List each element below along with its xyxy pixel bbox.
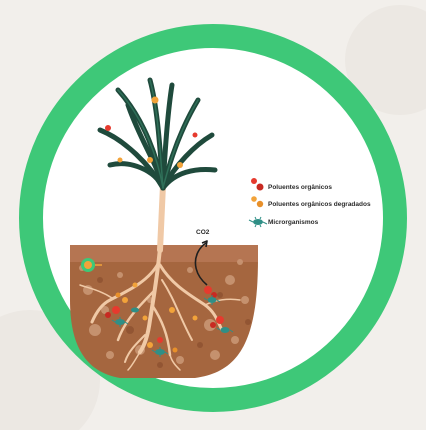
plant-stem (160, 185, 163, 250)
legend-label-degraded-pollutants: Poluentes orgânicos degradados (268, 201, 371, 208)
co2-label: CO2 (196, 229, 210, 236)
legend-label-pollutants: Poluentes orgânicos (268, 184, 332, 191)
legend-label-microorganisms: Microrganismos (268, 219, 319, 226)
